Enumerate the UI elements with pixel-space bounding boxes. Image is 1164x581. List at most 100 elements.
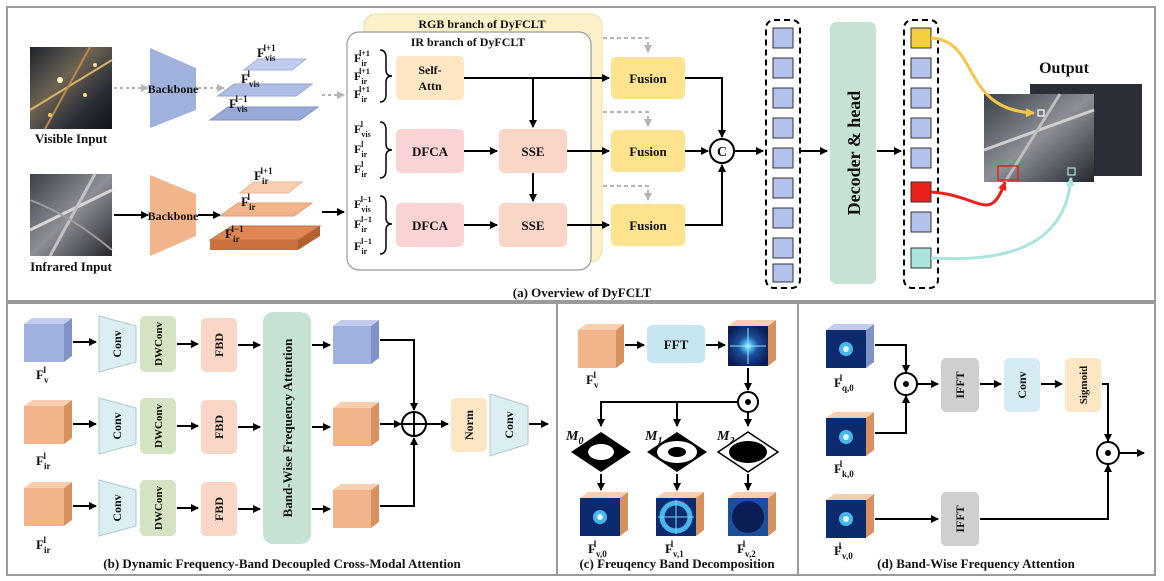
panel-b-input-label-v: Fvl — [36, 365, 49, 385]
ir-feature-top-label: Firl+1 — [254, 166, 273, 186]
rgb-to-fusion-dash-bot — [603, 185, 652, 201]
pb-output-cube-row3 — [333, 484, 379, 528]
pb-dwconv-row1 — [140, 316, 176, 372]
infrared-input-label: Infrared Input — [30, 259, 112, 274]
pb-final-conv-label: Conv — [502, 411, 516, 438]
self-attn-label-line1: Self- — [418, 63, 441, 77]
pb-row3-to-sum-arrow — [380, 437, 418, 507]
pb-bwfa-block — [263, 312, 311, 544]
panel-b-input-label-ir-2: Firl — [36, 535, 50, 555]
sse-block-bot — [499, 203, 567, 247]
dfca-label-bot: DFCA — [412, 218, 449, 233]
pb-fbd-row2 — [201, 400, 237, 454]
pd-final-mult-dot — [1105, 450, 1111, 456]
panel-d-caption: (d) Band-Wise Frequency Attention — [877, 556, 1076, 571]
pb-fbd-row3 — [201, 482, 237, 536]
pc-mult-dot — [745, 399, 751, 405]
rgb-branch-label: RGB branch of DyFCLT — [418, 17, 545, 31]
svg-text:Firl+1: Firl+1 — [354, 49, 370, 68]
concat-label: C — [717, 145, 727, 160]
output-image-stack — [983, 84, 1142, 183]
pd-mult-dot — [903, 381, 909, 387]
pb-norm-block — [451, 398, 487, 452]
svg-text:Fvisl−1: Fvisl−1 — [354, 195, 371, 214]
pd-sigmoid-block — [1065, 358, 1101, 412]
red-token-arrow — [930, 181, 1007, 207]
panel-b-caption: (b) Dynamic Frequency-Band Decoupled Cro… — [103, 556, 461, 571]
sse-label-mid: SSE — [521, 144, 544, 159]
sse-block-mid — [499, 129, 567, 173]
panel-b-input-cube-ir-2 — [24, 482, 72, 526]
panel-b-input-label-ir-1: Firl — [36, 451, 50, 471]
pb-output-cube-row2 — [333, 402, 379, 446]
pd-sigmoid-label: Sigmoid — [1078, 366, 1090, 405]
pb-fbd-label-row3: FBD — [212, 497, 226, 521]
sse-label-bot: SSE — [521, 218, 544, 233]
ir-backbone-block — [150, 175, 196, 256]
pb-conv-label-row1: Conv — [110, 330, 124, 357]
pb-final-conv — [489, 393, 529, 457]
pb-fbd-label-row1: FBD — [212, 333, 226, 357]
pd-input-v-label: Fv,0l — [834, 541, 853, 561]
panel-b-input-cube-v — [24, 318, 72, 362]
vis-feature-top-label: Fvisl+1 — [257, 43, 276, 63]
self-attn-block — [396, 56, 464, 100]
pb-row1-to-sum-arrow — [380, 339, 418, 411]
ir-backbone-label: Backbone — [148, 209, 199, 223]
svg-text:Firl+1: Firl+1 — [354, 67, 370, 86]
fusion-block-mid — [611, 130, 685, 172]
rgb-to-fusion-dash-top — [603, 37, 652, 53]
output-label: Output — [1039, 60, 1089, 77]
pd-ifft-block-bot — [941, 492, 979, 546]
pd-ifft-label-top: IFFT — [953, 371, 967, 398]
input-group-top: Firl+1 Firl+1 Firl+1 — [354, 49, 393, 104]
pb-bwfa-label: Band-Wise Frequency Attention — [280, 338, 295, 517]
pd-q-to-mult-arrow — [875, 344, 910, 373]
fusion-label-bot: Fusion — [629, 218, 667, 233]
dfca-label-mid: DFCA — [412, 144, 449, 159]
token-column-2-cells — [910, 27, 932, 269]
fusion-block-top — [611, 57, 685, 99]
pb-dwconv-row3 — [140, 480, 176, 536]
fusion-label-mid: Fusion — [629, 144, 667, 159]
dfca-block-bot — [396, 203, 464, 247]
pb-dwconv-label-row2: DWConv — [153, 404, 165, 449]
pb-dwconv-label-row1: DWConv — [153, 322, 165, 367]
pd-input-q-label: Fq,0l — [834, 373, 854, 393]
self-attn-label-line2: Attn — [418, 79, 442, 93]
pb-conv-label-row2: Conv — [110, 412, 124, 439]
panel-d-frame — [797, 302, 1156, 576]
dfca-block-mid — [396, 129, 464, 173]
pc-fft-block — [647, 325, 705, 363]
token-column-1-cells — [772, 27, 794, 283]
pb-fbd-row1 — [201, 318, 237, 372]
pc-output-band-0 — [580, 492, 628, 536]
pb-output-cube-row1 — [333, 320, 379, 364]
panel-b-input-cube-ir-1 — [24, 400, 72, 444]
rgb-to-fusion-dash-mid — [603, 111, 652, 127]
fusion-bot-to-concat-arrow — [685, 164, 726, 226]
decoder-head-label: Decoder & head — [844, 91, 864, 216]
cyan-token-arrow — [930, 177, 1075, 261]
fusion-label-top: Fusion — [629, 71, 667, 86]
svg-text:Firl+1: Firl+1 — [354, 85, 370, 104]
pc-mask-0 — [571, 432, 631, 472]
pd-input-v — [826, 494, 874, 538]
pd-input-q — [826, 324, 874, 368]
pc-output-band-1 — [656, 492, 704, 536]
yellow-token-arrow — [930, 36, 1035, 118]
fusion-block-bot — [611, 204, 685, 246]
pc-input-cube — [578, 324, 624, 368]
pc-mask-label-0: M0 — [565, 429, 583, 447]
pb-norm-label: Norm — [462, 410, 476, 440]
vis-feature-bot-label: Fvisl−1 — [229, 94, 248, 114]
pd-sigmoid-to-mult-arrow — [1102, 383, 1112, 442]
pd-ifft-bot-to-mult-arrow — [980, 464, 1112, 520]
ir-branch-label: IR branch of DyFCLT — [411, 35, 526, 49]
pd-input-k-label: Fk,0l — [834, 459, 854, 479]
pc-mult-to-mask0-arrow — [597, 401, 738, 427]
vis-feature-pyramid — [208, 58, 320, 121]
pb-fbd-label-row2: FBD — [212, 415, 226, 439]
panel-a-caption: (a) Overview of DyFCLT — [513, 285, 652, 300]
